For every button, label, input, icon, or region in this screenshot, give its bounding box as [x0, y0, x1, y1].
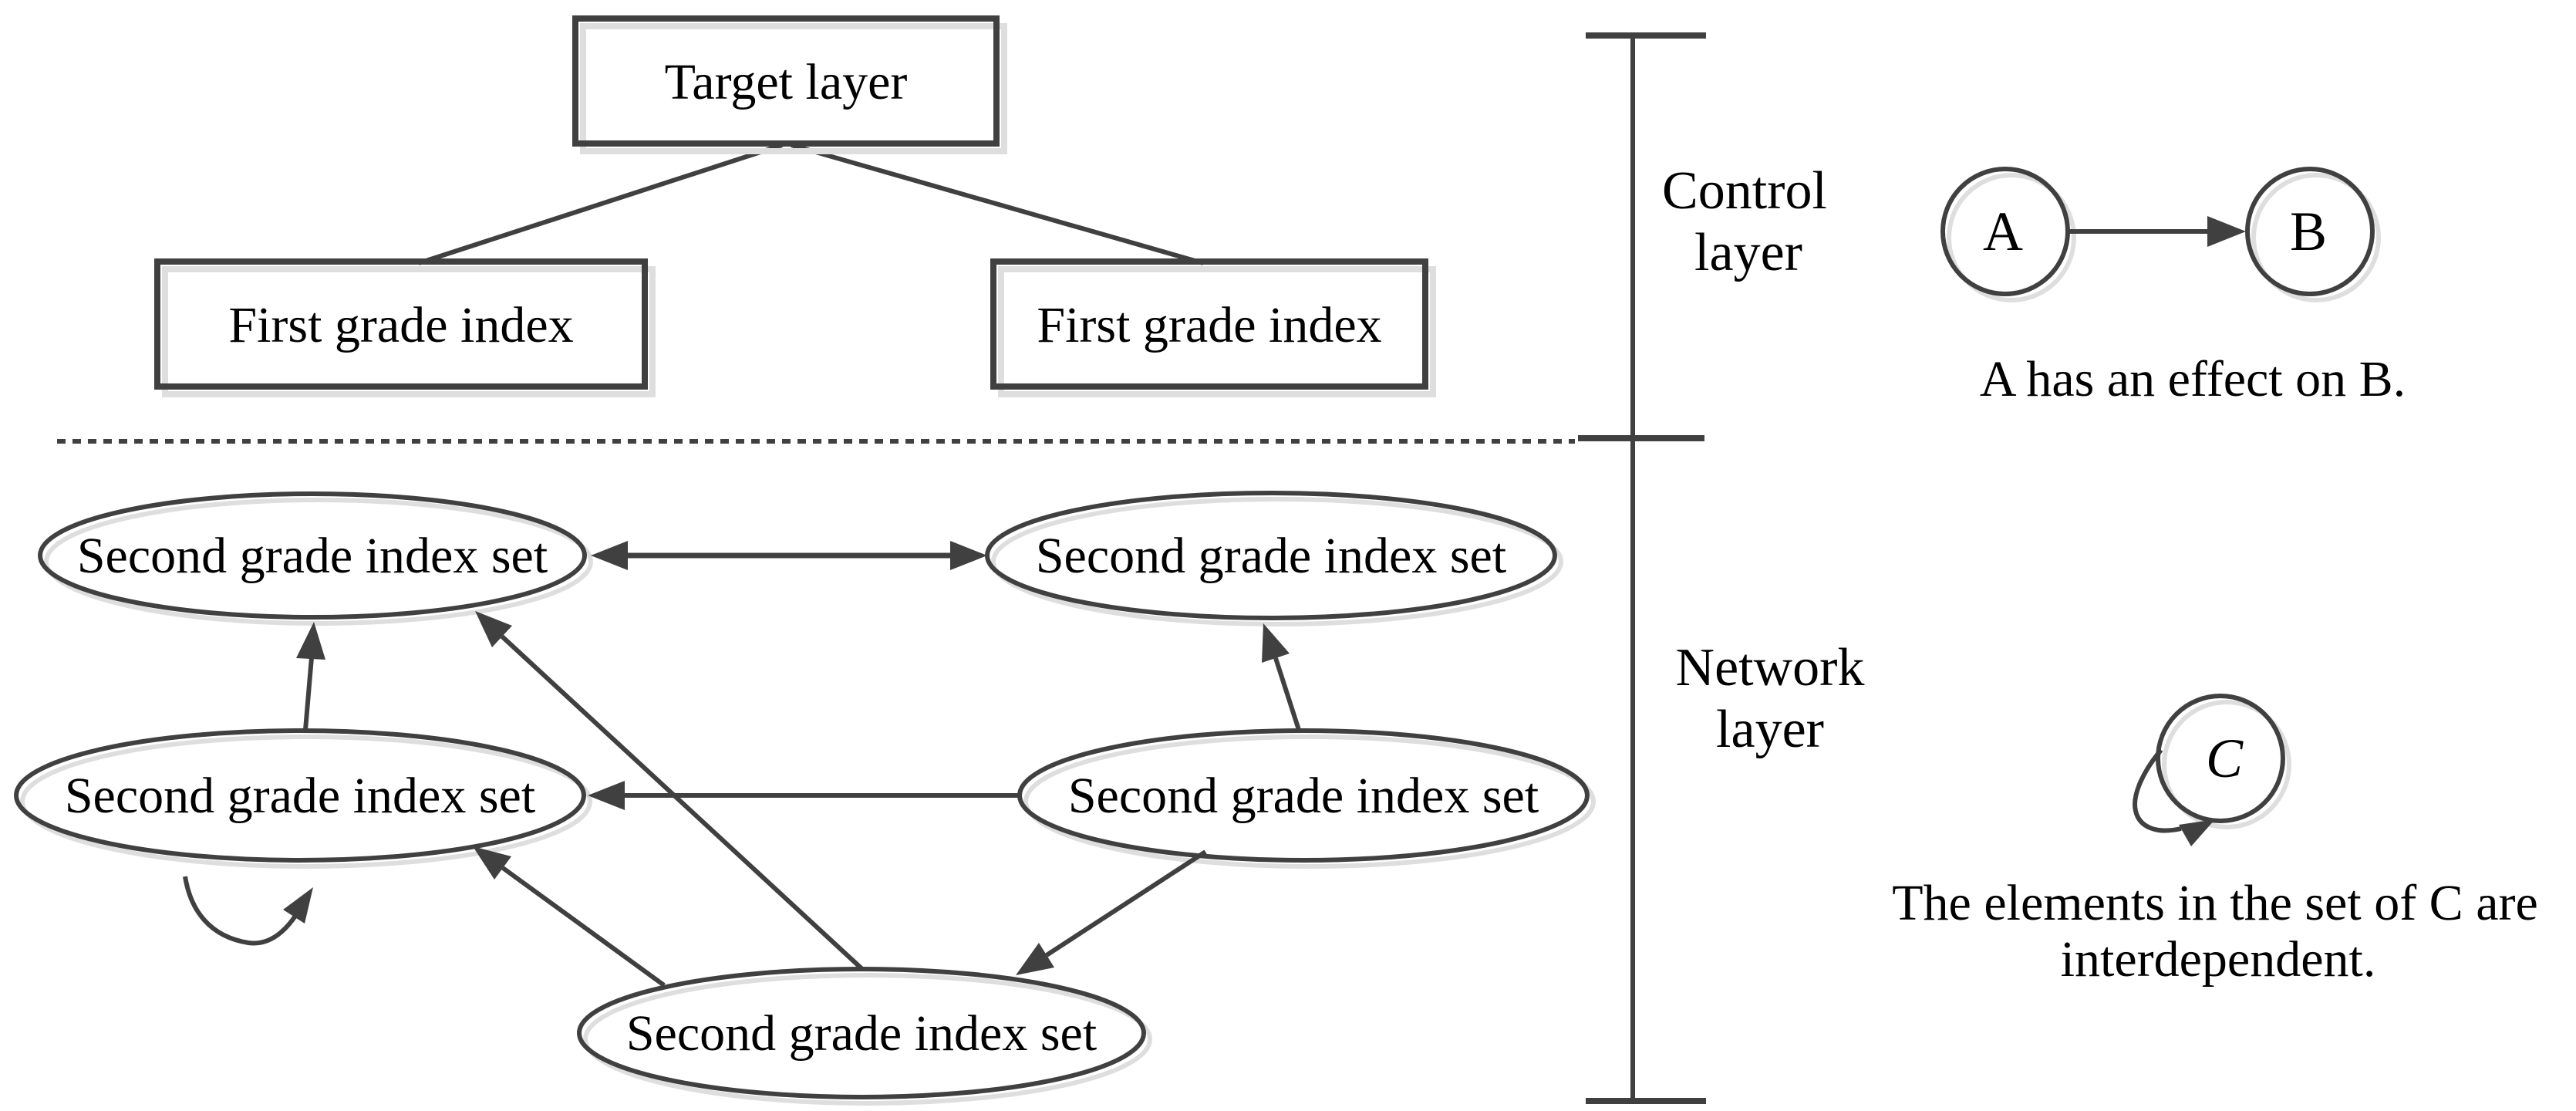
second-grade-node-top-left: Second grade index set	[40, 494, 591, 623]
second-grade-node-bottom: Second grade index set	[579, 969, 1150, 1103]
first-grade-index-box-right: First grade index	[993, 262, 1433, 394]
arrowhead	[473, 846, 511, 880]
legend-arrow-a-to-b	[2069, 216, 2246, 247]
second-grade-node-mid-right: Second grade index set	[1020, 731, 1593, 866]
node-label: Second grade index set	[1068, 768, 1539, 824]
arrow-mid-right-to-mid-left	[588, 781, 1021, 810]
legend-node-b-label: B	[2290, 201, 2327, 262]
arrowhead	[588, 781, 625, 810]
hierarchy-line-left	[418, 143, 783, 265]
arrow-line	[501, 866, 666, 988]
legend-interdependency-caption-line1: The elements in the set of C are	[1892, 875, 2538, 931]
legend-effect: A B A has an effect on B.	[1943, 169, 2406, 407]
network-layer-label: Network layer	[1676, 638, 1865, 759]
arrow-bottom-to-top-left	[475, 611, 865, 972]
control-layer-label-line1: Control	[1662, 161, 1827, 221]
arrow-line	[500, 634, 865, 972]
self-loop-mid-left	[183, 876, 313, 946]
arrowhead	[2179, 819, 2215, 846]
arrowhead	[1262, 623, 1290, 663]
arrow-top-left-top-right-bidirectional	[591, 541, 987, 570]
arrowhead	[475, 611, 512, 647]
target-layer-label: Target layer	[665, 54, 908, 110]
first-grade-index-box-left: First grade index	[157, 262, 652, 394]
arrow-mid-left-to-top-left	[296, 622, 325, 731]
network-layer-label-line1: Network	[1676, 638, 1865, 697]
node-label: Second grade index set	[65, 768, 535, 824]
control-layer-label-line2: layer	[1694, 223, 1802, 282]
second-grade-node-mid-left: Second grade index set	[16, 731, 590, 866]
arrowhead-left	[591, 541, 628, 570]
target-layer-box: Target layer	[575, 19, 1004, 151]
legend-interdependency-caption-line2: interdependent.	[2061, 931, 2376, 988]
arrowhead	[1016, 943, 1054, 975]
layer-bracket	[1578, 32, 1706, 1104]
legend-node-c-label: C	[2206, 728, 2244, 789]
arrow-bottom-to-mid-left	[473, 846, 666, 988]
legend-self-loop-c	[2133, 748, 2215, 846]
node-label: Second grade index set	[626, 1005, 1097, 1062]
arrow-line	[1273, 657, 1301, 731]
node-label: Second grade index set	[77, 528, 548, 584]
second-grade-node-top-right: Second grade index set	[987, 493, 1561, 624]
arrowhead	[283, 887, 313, 924]
legend-node-c: C	[2158, 696, 2289, 827]
self-loop-curve	[183, 876, 305, 946]
arrowhead	[2207, 216, 2246, 247]
first-grade-right-label: First grade index	[1037, 297, 1381, 353]
first-grade-left-label: First grade index	[228, 297, 573, 353]
legend-node-a: A	[1943, 169, 2074, 300]
arrowhead	[296, 622, 325, 660]
self-loop-curve	[2133, 748, 2182, 833]
network-layer-label-line2: layer	[1716, 700, 1824, 759]
arrow-line	[303, 657, 314, 731]
legend-node-a-label: A	[1983, 201, 2023, 262]
arrow-mid-right-to-bottom	[1016, 849, 1207, 975]
legend-node-b: B	[2247, 169, 2379, 300]
arrow-mid-right-to-top-right	[1262, 623, 1301, 731]
legend-effect-caption: A has an effect on B.	[1980, 351, 2406, 407]
control-layer-label: Control layer	[1662, 161, 1827, 282]
arrow-line	[1045, 849, 1207, 957]
node-label: Second grade index set	[1036, 528, 1506, 584]
arrowhead-right	[950, 541, 987, 570]
legend-interdependency: C The elements in the set of C are inter…	[1892, 696, 2538, 988]
hierarchy-line-right	[791, 143, 1204, 265]
